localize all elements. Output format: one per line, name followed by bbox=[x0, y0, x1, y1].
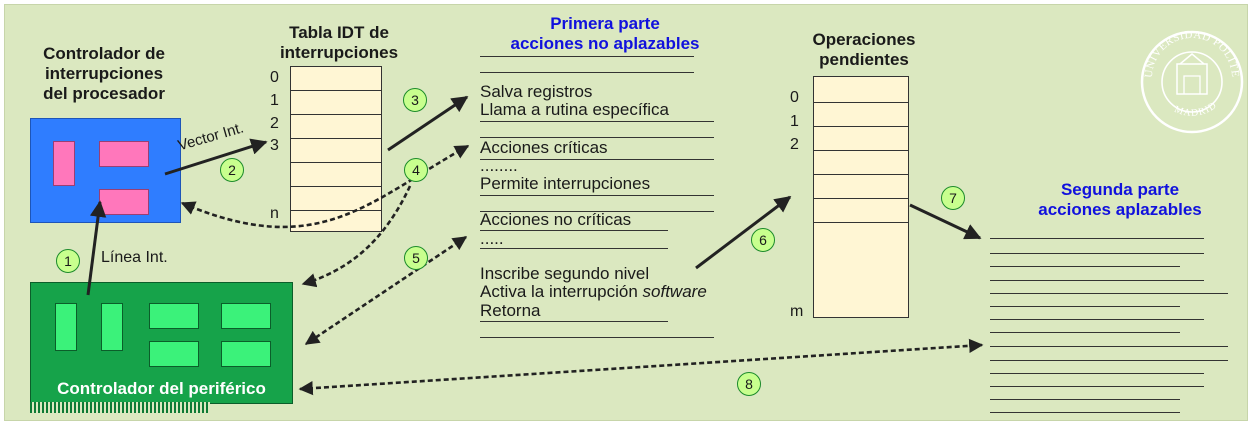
processor-chip bbox=[53, 141, 75, 186]
deferred-line bbox=[990, 399, 1180, 400]
routine-step: ..... bbox=[480, 229, 504, 248]
deferred-line bbox=[990, 346, 1228, 347]
deferred-line bbox=[990, 319, 1204, 320]
deferred-dispatch-arrow bbox=[909, 203, 982, 240]
step-badge-7: 7 bbox=[941, 186, 965, 210]
peripheral-chip bbox=[221, 303, 271, 329]
step-badge-5: 5 bbox=[404, 246, 428, 270]
schedule-arrow bbox=[695, 195, 792, 270]
svg-text:MADRID: MADRID bbox=[1173, 100, 1220, 119]
peripheral-connector-pins bbox=[30, 402, 210, 413]
deferred-line bbox=[990, 332, 1180, 333]
deferred-line bbox=[990, 373, 1204, 374]
second-part-title: Segunda parte acciones aplazables bbox=[1038, 180, 1202, 219]
peripheral-controller-label: Controlador del periférico bbox=[57, 379, 266, 398]
deferred-line bbox=[990, 266, 1180, 267]
step-badge-2: 2 bbox=[220, 158, 244, 182]
step-badge-1: 1 bbox=[56, 249, 80, 273]
routine-step: Acciones no críticas bbox=[480, 210, 632, 229]
idt-index-label: 0 bbox=[270, 69, 279, 86]
pending-operations-title: Operaciones pendientes bbox=[812, 30, 916, 69]
idt-index-label: 2 bbox=[270, 115, 279, 132]
routine-step: Inscribe segundo nivel bbox=[480, 264, 650, 283]
deferred-line bbox=[990, 360, 1228, 361]
step-badge-8: 8 bbox=[737, 372, 761, 396]
deferred-line bbox=[990, 306, 1180, 307]
deferred-line bbox=[990, 280, 1204, 281]
step-badge-3: 3 bbox=[403, 88, 427, 112]
deferred-line bbox=[990, 293, 1228, 294]
deferred-line bbox=[990, 412, 1180, 413]
routine-line bbox=[480, 137, 714, 138]
first-part-title: Primera parte acciones no aplazables bbox=[510, 14, 700, 53]
routine-step: Retorna bbox=[480, 301, 541, 320]
peripheral-chip bbox=[221, 341, 271, 367]
routine-line bbox=[480, 230, 668, 231]
routine-line bbox=[480, 211, 714, 212]
step-badge-6: 6 bbox=[751, 228, 775, 252]
routine-line bbox=[480, 337, 714, 338]
peripheral-controller-box: Controlador del periférico bbox=[30, 282, 293, 404]
deferred-line bbox=[990, 238, 1204, 239]
line-int-label: Línea Int. bbox=[101, 249, 168, 266]
routine-line bbox=[480, 72, 694, 73]
university-seal-logo: UNIVERSIDAD POLITÉCNICA MADRID bbox=[1140, 10, 1244, 134]
ack-arrow bbox=[301, 185, 412, 288]
routine-step: Salva registros bbox=[480, 82, 593, 101]
peripheral-chip bbox=[149, 303, 199, 329]
pending-index-label: 1 bbox=[790, 113, 799, 130]
deferred-line bbox=[990, 386, 1204, 387]
routine-step: Acciones críticas bbox=[480, 138, 608, 157]
pending-index-label: m bbox=[790, 303, 804, 320]
dispatch-arrow bbox=[387, 95, 469, 152]
deferred-io-arrow bbox=[298, 338, 984, 396]
deferred-line bbox=[990, 253, 1204, 254]
routine-line bbox=[480, 159, 714, 160]
processor-chip bbox=[99, 189, 149, 215]
svg-text:UNIVERSIDAD POLITÉCNICA: UNIVERSIDAD POLITÉCNICA bbox=[1140, 10, 1241, 78]
peripheral-chip bbox=[55, 303, 77, 351]
routine-step: Llama a rutina específica bbox=[480, 100, 669, 119]
processor-controller-title: Controlador de interrupciones del proces… bbox=[43, 44, 165, 103]
non-critical-arrow bbox=[304, 235, 468, 346]
idt-title: Tabla IDT de interrupciones bbox=[279, 23, 399, 62]
interrupt-line-arrow bbox=[86, 200, 107, 296]
step-badge-4: 4 bbox=[404, 158, 428, 182]
routine-step: Permite interrupciones bbox=[480, 174, 651, 193]
pending-index-label: 0 bbox=[790, 89, 799, 106]
critical-actions-arrow bbox=[180, 144, 470, 229]
routine-step: ........ bbox=[480, 156, 518, 175]
pending-operations-table bbox=[813, 76, 909, 318]
idt-index-label: 1 bbox=[270, 92, 279, 109]
processor-chip bbox=[99, 141, 149, 167]
routine-line bbox=[480, 121, 714, 122]
routine-line bbox=[480, 321, 668, 322]
peripheral-chip bbox=[101, 303, 123, 351]
routine-line bbox=[480, 56, 694, 57]
routine-line bbox=[480, 195, 714, 196]
pending-index-label: 2 bbox=[790, 136, 799, 153]
peripheral-chip bbox=[149, 341, 199, 367]
routine-line bbox=[480, 248, 668, 249]
routine-step: Activa la interrupción software bbox=[480, 282, 707, 301]
